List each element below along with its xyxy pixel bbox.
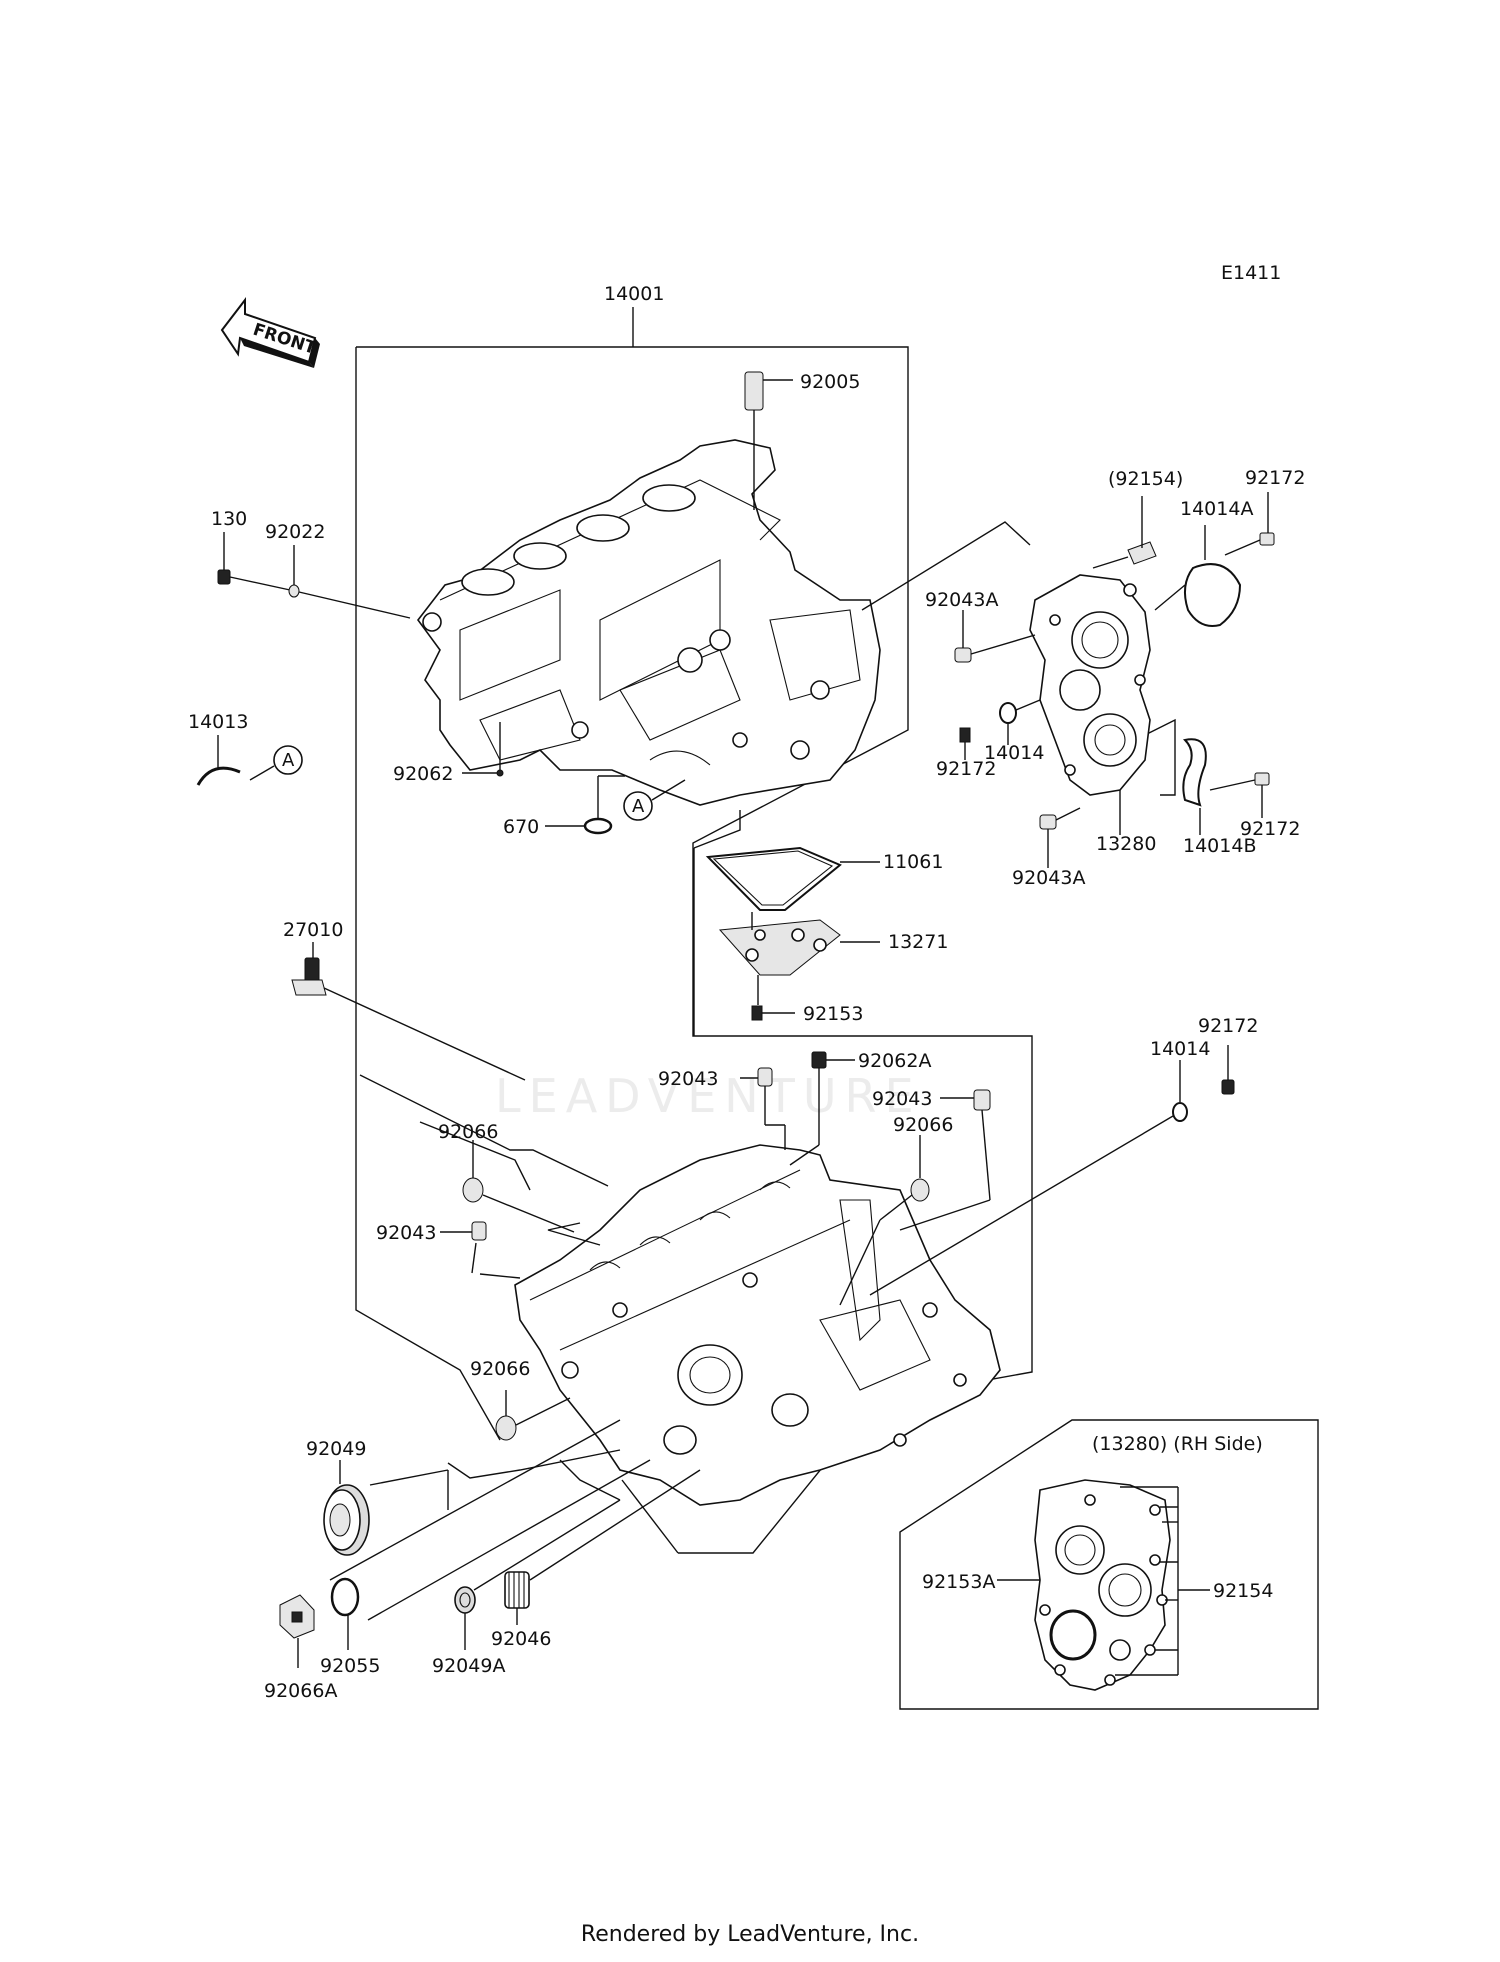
- watermark-text: LEADVENTURE: [495, 1069, 922, 1123]
- part-92005-icon: [744, 371, 793, 510]
- oil-screen-bracket: [693, 810, 880, 1036]
- part-130-icon: [217, 532, 411, 619]
- label-92043-a: 92043: [658, 1068, 718, 1090]
- part-92049-seal-icon: [323, 1460, 370, 1556]
- label-14014B: 14014B: [1183, 835, 1256, 857]
- part-92043-c-icon: [440, 1221, 487, 1241]
- label-92153A: 92153A: [922, 1571, 995, 1593]
- label-14014A: 14014A: [1180, 498, 1253, 520]
- part-92043-b-icon: [899, 1089, 991, 1231]
- label-92066A: 92066A: [264, 1680, 337, 1702]
- label-92046: 92046: [491, 1628, 551, 1650]
- part-92066-c-icon: [495, 1390, 571, 1441]
- part-92172-right-icon: [1209, 772, 1270, 818]
- label-130: 130: [211, 508, 247, 530]
- label-92154-paren: (92154): [1108, 468, 1183, 490]
- label-92172-low: 92172: [1198, 1015, 1258, 1037]
- label-92172-top: 92172: [1245, 467, 1305, 489]
- diagram-code: E1411: [1221, 262, 1281, 284]
- inset-rh-side: [899, 1419, 1319, 1710]
- part-14013-icon: [196, 735, 303, 786]
- label-14014-low: 14014: [1150, 1038, 1210, 1060]
- ref-marker-a-left: A: [282, 750, 295, 771]
- label-14013: 14013: [188, 711, 248, 733]
- label-92043-b: 92043: [872, 1088, 932, 1110]
- label-11061: 11061: [883, 851, 943, 873]
- part-92055-oring-icon: [330, 1577, 360, 1650]
- lower-crankcase-part: [514, 1144, 1001, 1506]
- part-14014-mid-icon: [999, 699, 1041, 745]
- label-92043A-bottom: 92043A: [1012, 867, 1085, 889]
- part-92066-a-icon: [462, 1140, 575, 1233]
- label-14001: 14001: [604, 283, 664, 305]
- part-14014B-clip-icon: [1182, 738, 1207, 835]
- lower-leaders: [329, 1074, 701, 1621]
- inset-title: (13280) (RH Side): [1092, 1433, 1263, 1455]
- assembly-bracket-14001: [355, 307, 1033, 1554]
- part-92043A-bottom-icon: [1039, 807, 1081, 868]
- label-92049A: 92049A: [432, 1655, 505, 1677]
- part-92046-bearing-icon: [504, 1571, 530, 1625]
- part-14014A-gasket-icon: [1154, 525, 1242, 627]
- label-27010: 27010: [283, 919, 343, 941]
- ref-marker-a-center: A: [632, 796, 645, 817]
- label-92043-c: 92043: [376, 1222, 436, 1244]
- part-92066-b-icon: [839, 1135, 930, 1306]
- label-92172-mid: 92172: [936, 758, 996, 780]
- part-92066A-plug-icon: [279, 1594, 315, 1668]
- part-27010-switch-icon: [291, 942, 526, 1081]
- label-92066-b: 92066: [893, 1114, 953, 1136]
- label-92022: 92022: [265, 521, 325, 543]
- part-92062A-icon: [789, 1051, 855, 1166]
- label-92172-right: 92172: [1240, 818, 1300, 840]
- part-92154-bolt-icon: [1092, 496, 1157, 569]
- label-13271: 13271: [888, 931, 948, 953]
- part-92043-a-icon: [740, 1067, 786, 1150]
- part-92172-mid-icon: [959, 727, 971, 760]
- label-92062A: 92062A: [858, 1050, 931, 1072]
- label-92154: 92154: [1213, 1580, 1273, 1602]
- label-13280: 13280: [1096, 833, 1156, 855]
- part-92062-icon: [462, 722, 504, 777]
- label-92049: 92049: [306, 1438, 366, 1460]
- label-92066-c: 92066: [470, 1358, 530, 1380]
- part-14014-low-icon: [869, 1060, 1188, 1296]
- label-92055: 92055: [320, 1655, 380, 1677]
- label-92062: 92062: [393, 763, 453, 785]
- label-92043A-top: 92043A: [925, 589, 998, 611]
- part-92172-top-icon: [1224, 492, 1275, 556]
- upper-crankcase-part: [416, 439, 881, 806]
- part-92043A-top-icon: [954, 610, 1036, 663]
- label-670: 670: [503, 816, 539, 838]
- label-92153: 92153: [803, 1003, 863, 1025]
- label-92066-a: 92066: [438, 1121, 498, 1143]
- part-92049A-seal-icon: [454, 1586, 476, 1650]
- front-arrow-icon: FRONT: [220, 297, 320, 368]
- part-92172-low-icon: [1221, 1045, 1235, 1095]
- footer-credit: Rendered by LeadVenture, Inc.: [580, 1922, 920, 1947]
- side-cover-13280-part: [861, 521, 1176, 796]
- label-14014-mid: 14014: [984, 742, 1044, 764]
- label-92005: 92005: [800, 371, 860, 393]
- part-670-icon: [545, 775, 686, 835]
